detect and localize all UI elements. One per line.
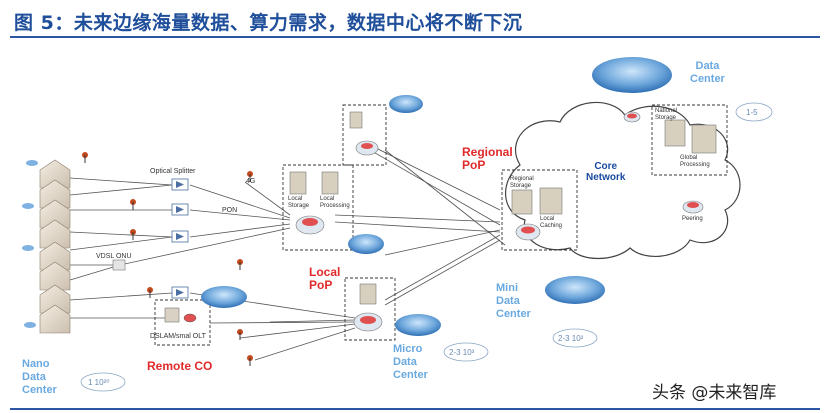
house xyxy=(39,159,71,189)
house-cloud-dots xyxy=(22,160,38,328)
connection-lines xyxy=(69,139,691,361)
antenna-icon xyxy=(130,199,136,210)
global-processing-label: Global Processing xyxy=(680,155,710,168)
nano-dc-scale: 1 10²⁰ xyxy=(88,378,110,387)
vdsl-onu-device xyxy=(112,259,126,271)
house xyxy=(39,199,71,229)
pon-label: PON xyxy=(222,207,238,214)
antenna-icon xyxy=(237,259,243,270)
antennas xyxy=(82,152,253,366)
data-center-box xyxy=(651,104,728,176)
data-center-label: Data Center xyxy=(690,60,725,85)
local-pop-label: Local PoP xyxy=(309,265,341,292)
core-network-label: Core Network xyxy=(586,161,626,183)
antenna-icon xyxy=(237,329,243,340)
optical-splitter-label: Optical Splitter xyxy=(150,168,196,175)
regional-pop-label: Regional PoP xyxy=(462,145,513,172)
nano-data-center-label: Nano Data Center xyxy=(22,358,57,396)
micro-data-center-label: Micro Data Center xyxy=(393,343,428,381)
micro-dc-box xyxy=(344,277,396,341)
server-cloud xyxy=(395,314,441,336)
server-cloud xyxy=(592,57,672,93)
server-clouds xyxy=(201,57,672,336)
antenna-icon xyxy=(82,152,88,163)
house xyxy=(39,179,71,209)
antenna-icon xyxy=(130,229,136,240)
dslam-olt-label: DSLAM/smal OLT xyxy=(150,333,206,340)
houses xyxy=(39,159,71,334)
scale-ovals xyxy=(80,102,773,392)
house xyxy=(39,304,71,334)
data-center-scale: 1-5 xyxy=(746,108,758,117)
mini-data-center-label: Mini Data Center xyxy=(496,282,531,320)
house xyxy=(39,241,71,271)
vdsl-onu-label: VDSL ONU xyxy=(96,253,132,260)
edge-box-upper xyxy=(342,104,387,166)
micro-dc-scale: 2-3 10³ xyxy=(449,348,475,357)
server-cloud xyxy=(348,234,384,254)
local-processing-label: Local Processing xyxy=(320,196,350,209)
dslam-olt-box xyxy=(154,299,211,346)
bottom-divider xyxy=(10,408,820,410)
figure-title: 图 5：未来边缘海量数据、算力需求，数据中心将不断下沉 xyxy=(14,12,523,34)
remote-co-label: Remote CO xyxy=(147,359,213,373)
server-cloud xyxy=(545,276,605,304)
local-pop-box xyxy=(282,164,354,251)
server-cloud xyxy=(389,95,423,113)
splitter-boxes xyxy=(171,178,189,299)
local-storage-label: Local Storage xyxy=(288,196,310,209)
house xyxy=(39,284,71,314)
regional-caching-label: Local Caching xyxy=(540,216,563,229)
4g-label: 4G xyxy=(246,178,256,185)
regional-pop-box xyxy=(501,169,578,251)
regional-storage-label: Regional Storage xyxy=(510,176,534,189)
antenna-icon xyxy=(247,355,253,366)
title-divider xyxy=(10,36,820,38)
splitter-arrows xyxy=(176,181,184,296)
server-cloud xyxy=(201,286,247,308)
watermark: 头条 @未来智库 xyxy=(652,383,777,403)
national-storage-label: National Storage xyxy=(655,108,678,121)
peering-label: Peering xyxy=(682,216,703,222)
house xyxy=(39,219,71,249)
antenna-icon xyxy=(247,171,253,182)
mini-dc-scale: 2-3 10² xyxy=(558,334,584,343)
house xyxy=(39,261,71,291)
antenna-icon xyxy=(147,287,153,298)
